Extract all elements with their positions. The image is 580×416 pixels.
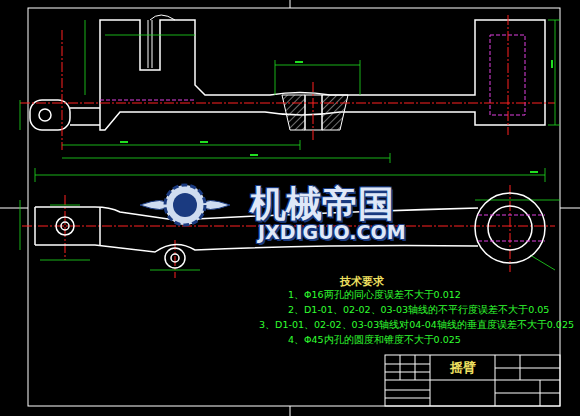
watermark-logo xyxy=(140,185,230,225)
technical-note: 4、Φ45内孔的圆度和锥度不大于0.025 xyxy=(288,335,461,346)
title-block xyxy=(385,355,560,406)
center-lines xyxy=(20,15,555,278)
dimension-ticks xyxy=(120,60,553,173)
notes-heading: 技术要求 xyxy=(340,275,384,287)
hidden-lines xyxy=(478,215,545,241)
title-cell: 摇臂 xyxy=(430,355,495,380)
watermark: 机械帝国 xyxy=(250,183,394,224)
technical-note: 1、Φ16两孔的同心度误差不大于0.012 xyxy=(288,290,461,301)
dimension-lines xyxy=(20,20,560,270)
technical-note: 3、D1-01、02-02、03-03轴线对04-04轴线的垂直度误差不大于0.… xyxy=(259,320,574,331)
part-name: 摇臂 xyxy=(450,359,476,377)
section-hatch xyxy=(282,95,348,130)
top-view xyxy=(30,15,545,130)
border-frame xyxy=(28,8,560,406)
technical-note: 2、D1-01、02-02、03-03轴线的不平行度误差不大于0.05 xyxy=(288,305,549,316)
watermark: JXDIGUO.COM xyxy=(258,222,406,244)
